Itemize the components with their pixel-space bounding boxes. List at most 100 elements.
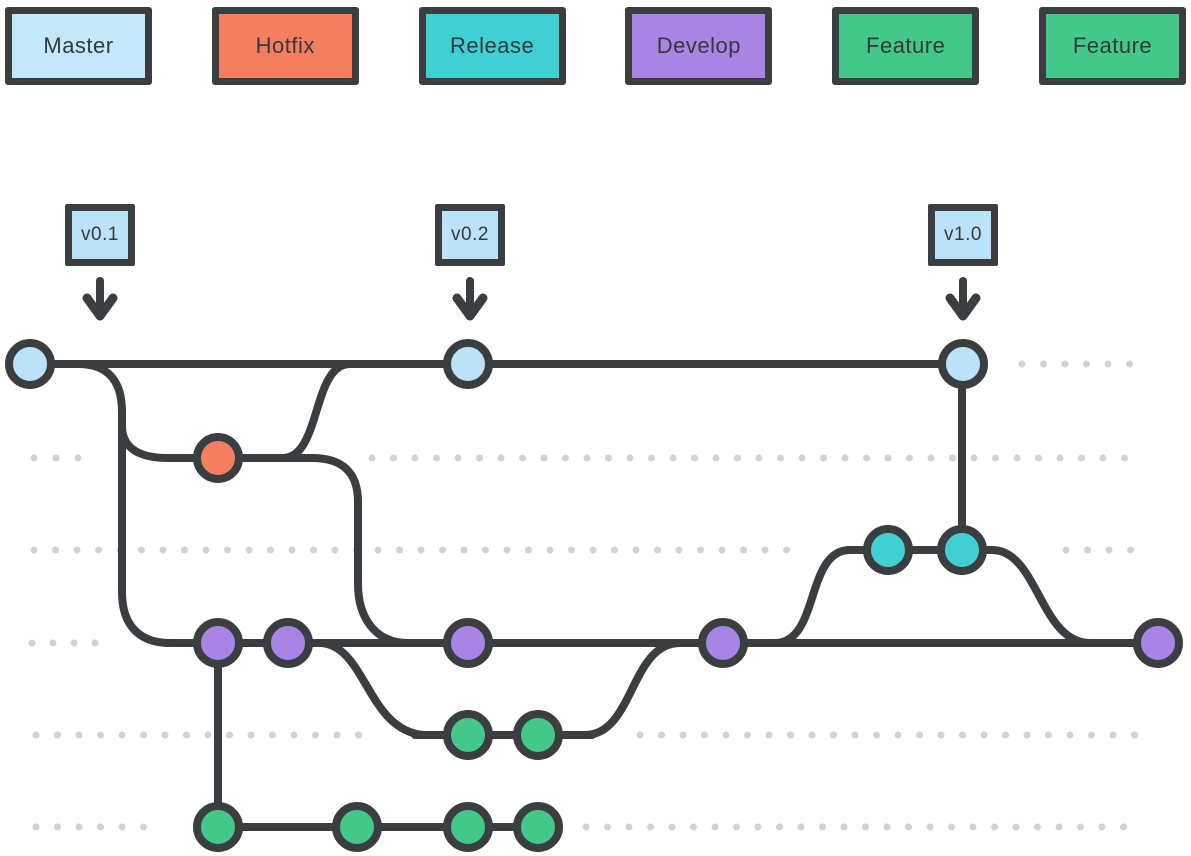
lane-dot-hotfix <box>927 454 935 462</box>
commit-node-develop <box>263 618 313 668</box>
lane-dot-feature <box>937 731 945 739</box>
lane-dot-feature <box>658 731 665 739</box>
legend-item-feature-4: Feature <box>832 7 980 85</box>
lane-dot-feature2 <box>118 823 126 831</box>
lane-dot-release <box>632 546 640 554</box>
lane-dot-develop <box>70 639 78 647</box>
lane-dot-hotfix <box>476 454 483 462</box>
commit-node-feature <box>332 802 382 852</box>
lane-dot-feature2 <box>140 823 147 831</box>
tag-label: v0.2 <box>451 224 489 245</box>
lane-dot-feature <box>959 731 966 739</box>
lane-dot-release <box>1084 546 1091 554</box>
down-arrow-head-icon <box>945 293 981 321</box>
lane-dot-feature2 <box>840 823 848 831</box>
lane-dot-hotfix <box>1078 454 1085 462</box>
lane-dot-hotfix <box>863 454 870 462</box>
lane-dot-release <box>138 546 145 554</box>
lane-dot-release <box>310 546 317 554</box>
commit-node-develop <box>443 618 493 668</box>
lane-dot-release <box>181 546 188 554</box>
lane-dot-release <box>224 546 231 554</box>
lane-dot-feature <box>161 731 169 739</box>
lane-dot-feature2 <box>54 823 61 831</box>
commit-node-master <box>443 339 493 389</box>
lane-dot-release <box>159 546 167 554</box>
lane-dot-release <box>374 546 382 554</box>
lane-dot-release <box>761 546 769 554</box>
lane-dot-release <box>718 546 726 554</box>
lane-dot-hotfix <box>798 454 806 462</box>
lane-dot-release <box>417 546 425 554</box>
commit-node-master <box>938 339 988 389</box>
lane-dot-hotfix <box>497 454 505 462</box>
lane-dot-hotfix <box>1013 454 1021 462</box>
lane-dot-master <box>1104 360 1112 368</box>
commit-node-develop <box>193 618 243 668</box>
tag-v0.1: v0.1 <box>65 204 135 266</box>
commit-node-feature <box>513 802 563 852</box>
lane-dot-develop <box>49 639 57 647</box>
lane-dot-feature <box>1045 731 1052 739</box>
lane-dot-feature2 <box>948 823 955 831</box>
commit-node-feature <box>443 710 493 760</box>
lane-dot-master <box>1061 360 1069 368</box>
lane-dot-feature <box>75 731 83 739</box>
lane-dot-feature2 <box>625 823 633 831</box>
lane-dot-hotfix <box>777 454 784 462</box>
lane-dot-feature <box>1109 731 1117 739</box>
lane-dot-master <box>1126 360 1133 368</box>
lane-dot-hotfix <box>368 454 376 462</box>
lane-dot-feature2 <box>862 823 869 831</box>
lane-dot-feature2 <box>1012 823 1020 831</box>
lane-dot-feature2 <box>1077 823 1084 831</box>
lane-dot-feature <box>701 731 708 739</box>
lane-dot-hotfix <box>669 454 677 462</box>
lane-dot-release <box>654 546 661 554</box>
lane-dot-feature <box>290 731 298 739</box>
master-branch-stem <box>74 360 222 647</box>
lane-dot-feature2 <box>1034 823 1041 831</box>
lane-dot-release <box>460 546 468 554</box>
lane-dot-feature2 <box>1120 823 1127 831</box>
lane-dot-feature <box>1002 731 1009 739</box>
hotfix-merge-into-develop <box>279 454 412 647</box>
lane-dot-release <box>95 546 102 554</box>
lane-dot-hotfix <box>30 454 38 462</box>
commit-node-feature <box>513 710 563 760</box>
lane-dot-hotfix <box>820 454 827 462</box>
lane-dot-feature2 <box>991 823 998 831</box>
lane-dot-release <box>740 546 747 554</box>
release-merge-into-develop <box>958 546 1094 647</box>
lane-dot-feature2 <box>1055 823 1063 831</box>
lane-dot-develop <box>91 639 99 647</box>
feature-merge-into-develop <box>581 639 684 739</box>
lane-dot-hotfix <box>648 454 655 462</box>
lane-dot-release <box>1105 546 1113 554</box>
lane-dot-release <box>589 546 597 554</box>
lane-dot-feature2 <box>905 823 912 831</box>
lane-dot-feature2 <box>582 823 590 831</box>
lane-dot-feature <box>980 731 988 739</box>
lane-dot-hotfix <box>841 454 849 462</box>
lane-dot-feature <box>118 731 126 739</box>
lane-dot-hotfix <box>433 454 440 462</box>
legend-label: Feature <box>866 33 946 58</box>
lane-dot-feature2 <box>711 823 719 831</box>
lane-dot-hotfix <box>1056 454 1064 462</box>
lane-dot-feature <box>894 731 902 739</box>
lane-dot-feature <box>916 731 923 739</box>
lane-dot-feature2 <box>690 823 697 831</box>
commit-node-feature <box>193 802 243 852</box>
legend-item-release-2: Release <box>418 7 566 85</box>
lane-dot-release <box>675 546 683 554</box>
lane-dot-hotfix <box>390 454 397 462</box>
lane-dot-release <box>482 546 489 554</box>
lane-dot-hotfix <box>626 454 634 462</box>
lane-dot-feature <box>54 731 61 739</box>
lane-dot-hotfix <box>74 454 82 462</box>
lane-dot-feature <box>830 731 837 739</box>
